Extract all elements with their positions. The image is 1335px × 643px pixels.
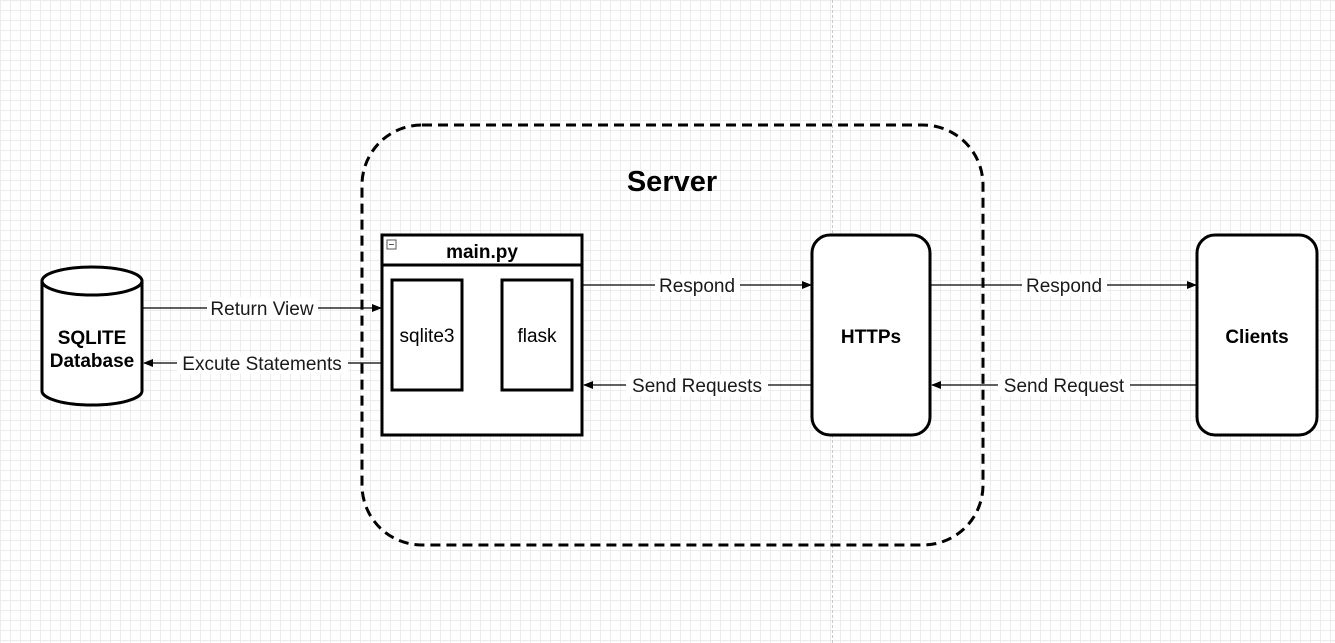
edge-respond-clients-label: Respond: [1026, 276, 1102, 297]
edge-respond-main[interactable]: Respond: [583, 274, 812, 297]
database-node[interactable]: SQLITE Database: [40, 265, 144, 407]
edge-send-requests-label: Send Requests: [632, 376, 762, 397]
database-cylinder-body: [40, 281, 144, 407]
clients-box: [1195, 233, 1319, 437]
database-label-line1: SQLITE: [58, 328, 127, 349]
edge-send-requests-label-bg: [626, 374, 768, 396]
edge-excute-statements-label: Excute Statements: [182, 354, 341, 375]
edge-excute-statements[interactable]: Excute Statements: [143, 352, 381, 375]
flask-component[interactable]: [500, 278, 574, 392]
flask-component-label: flask: [517, 326, 557, 347]
edge-respond-clients[interactable]: Respond: [931, 274, 1197, 297]
sqlite3-component[interactable]: [390, 278, 464, 392]
edge-respond-clients-label-bg: [1022, 274, 1107, 296]
sqlite3-component-label: sqlite3: [400, 326, 455, 347]
edge-send-request-label-bg: [998, 374, 1130, 396]
edge-respond-main-label: Respond: [659, 276, 735, 297]
database-cylinder-top: [40, 265, 144, 297]
edge-return-view-label-bg: [207, 297, 318, 319]
main-module-node[interactable]: main.py sqlite3 flask: [380, 233, 584, 437]
https-node[interactable]: HTTPs: [810, 233, 932, 437]
edge-send-request-label: Send Request: [1004, 376, 1125, 397]
edge-return-view-label: Return View: [210, 299, 313, 320]
edge-send-requests[interactable]: Send Requests: [583, 374, 811, 397]
edge-respond-main-label-bg: [655, 274, 740, 296]
server-group[interactable]: Server: [360, 123, 985, 547]
clients-label: Clients: [1225, 327, 1288, 348]
clients-node[interactable]: Clients: [1195, 233, 1319, 437]
collapse-icon[interactable]: [386, 239, 397, 250]
server-title: Server: [627, 166, 717, 198]
edge-send-request[interactable]: Send Request: [931, 374, 1196, 397]
server-boundary: [360, 123, 985, 547]
https-label: HTTPs: [841, 327, 901, 348]
edge-excute-statements-label-bg: [177, 352, 348, 374]
edge-return-view[interactable]: Return View: [143, 297, 382, 320]
database-label-line2: Database: [50, 351, 135, 372]
main-module-title: main.py: [446, 242, 518, 263]
https-box: [810, 233, 932, 437]
